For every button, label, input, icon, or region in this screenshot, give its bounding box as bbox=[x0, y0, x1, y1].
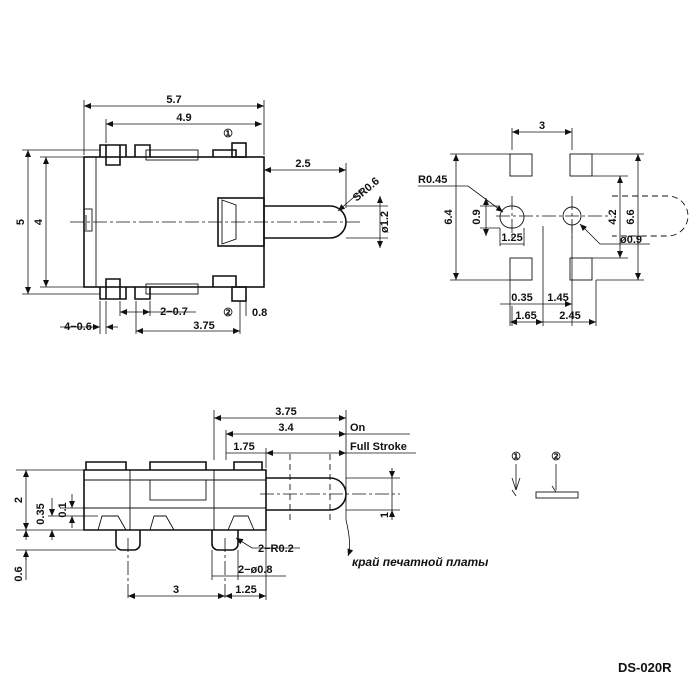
dim-plunger-diameter: ø1.2 bbox=[379, 211, 391, 233]
dim-pitch-x: 3 bbox=[539, 120, 545, 132]
terminal-legend: ① ② bbox=[511, 451, 579, 499]
legend-marker-1: ① bbox=[511, 451, 521, 463]
dim-offset-c: 1.65 bbox=[515, 310, 536, 322]
dim-pad-span: 6.6 bbox=[625, 209, 637, 224]
dim-bottom-right: 1.25 bbox=[235, 584, 256, 596]
dim-slot-height: 0.9 bbox=[471, 209, 483, 224]
drawing-title: DS-020R bbox=[618, 660, 672, 675]
dim-offset-b: 1.45 bbox=[547, 292, 568, 304]
dim-pad-width: 2−0.7 bbox=[160, 306, 188, 318]
marker-2: ② bbox=[223, 307, 233, 319]
dim-body-width: 4 bbox=[33, 218, 45, 225]
dim-overall-width: 5 bbox=[15, 219, 27, 225]
dim-overall-length: 5.7 bbox=[166, 94, 181, 106]
dim-total-length: 3.75 bbox=[275, 406, 296, 418]
dim-pad-height: 4.2 bbox=[607, 209, 619, 224]
dim-left-tab: 4−0.6 bbox=[64, 321, 92, 333]
side-view: 3.75 3.4 On 1.75 Full Stroke 2 0.35 0.1 … bbox=[13, 406, 489, 600]
footprint-view: 3 R0.45 6.4 0.9 1.25 4.2 6.6 ø0.9 bbox=[418, 120, 689, 326]
dim-on-length: 3.4 bbox=[278, 422, 294, 434]
dim-offset-d: 2.45 bbox=[559, 310, 580, 322]
tab-2 bbox=[231, 286, 247, 302]
dim-full-length: 1.75 bbox=[233, 441, 254, 453]
dim-plunger-radius: SR0.6 bbox=[351, 175, 382, 204]
dim-plunger-height: 1 bbox=[379, 512, 391, 518]
dim-h1: 0.35 bbox=[35, 503, 47, 524]
dim-pad-pitch: 3.75 bbox=[193, 320, 214, 332]
dim-h2: 0.1 bbox=[57, 502, 69, 517]
dim-height: 2 bbox=[13, 497, 25, 503]
dim-right-tab: 0.8 bbox=[252, 307, 267, 319]
dim-inner-length: 4.9 bbox=[176, 112, 191, 124]
dim-hole-diameter: ø0.9 bbox=[620, 234, 642, 246]
label-on: On bbox=[350, 422, 366, 434]
dim-leg: 0.6 bbox=[13, 566, 25, 581]
marker-1: ① bbox=[223, 128, 233, 140]
top-view: 5.7 4.9 ① 2.5 SR0.6 ø1.2 5 4 bbox=[15, 94, 391, 334]
dim-bottom-left: 3 bbox=[173, 584, 179, 596]
dim-post-diameter: 2−ø0.8 bbox=[238, 564, 273, 576]
dim-plunger-extension: 2.5 bbox=[295, 158, 310, 170]
dim-offset-a: 0.35 bbox=[511, 292, 532, 304]
dim-side-radius: 2−R0.2 bbox=[258, 543, 294, 555]
terminal-cutout bbox=[99, 144, 127, 166]
dim-radius: R0.45 bbox=[418, 174, 447, 186]
dim-overall-height: 6.4 bbox=[443, 208, 455, 224]
label-full-stroke: Full Stroke bbox=[350, 441, 407, 453]
label-pcb-edge: край печатной платы bbox=[352, 555, 489, 569]
dim-slot-width: 1.25 bbox=[501, 232, 522, 244]
legend-marker-2: ② bbox=[551, 451, 561, 463]
tab-1 bbox=[231, 142, 247, 158]
